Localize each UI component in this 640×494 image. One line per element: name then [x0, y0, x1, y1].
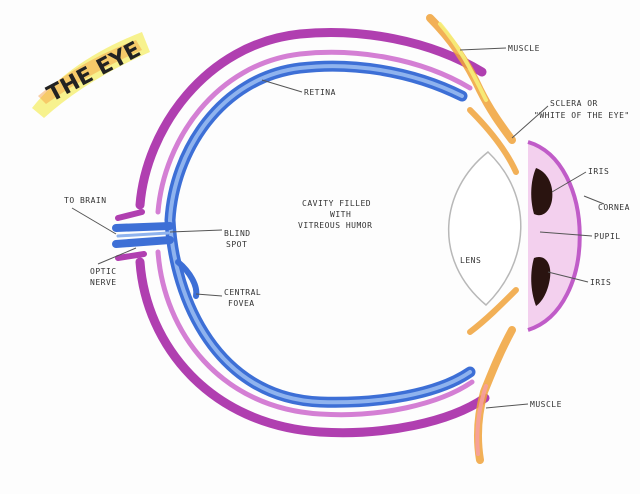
- sclera-outer: [135, 28, 490, 438]
- label-to-brain: TO BRAIN: [64, 196, 107, 205]
- title-group: THE EYE: [32, 32, 150, 118]
- muscle-top: [426, 14, 516, 144]
- label-optic-nerve-line1: OPTIC: [90, 267, 117, 276]
- optic-nerve-purple-top: [115, 209, 145, 221]
- title-highlight: [32, 32, 150, 118]
- label-cavity-line1: CAVITY FILLED: [302, 199, 371, 208]
- sclera-inner: [155, 49, 475, 418]
- central-fovea-dip: [175, 259, 200, 299]
- leader-iris-top: [551, 171, 587, 193]
- leader-retina: [261, 79, 303, 93]
- title-text: THE EYE: [43, 37, 145, 107]
- optic-nerve-light: [116, 231, 170, 238]
- title-glow: [38, 40, 142, 104]
- label-blind-spot-line2: SPOT: [226, 240, 247, 249]
- leader-muscle-bottom: [485, 403, 529, 409]
- labels: RETINA MUSCLE SCLERA OR "WHITE OF THE EY…: [64, 44, 630, 409]
- ciliary-bottom: [467, 287, 519, 335]
- optic-nerve-blue-2: [112, 236, 174, 248]
- retina-highlight: [167, 64, 472, 405]
- label-sclera-line1: SCLERA OR: [550, 99, 598, 108]
- muscle-bottom-accent: [475, 384, 488, 456]
- label-muscle-top: MUSCLE: [508, 44, 540, 53]
- leader-muscle-top: [459, 47, 507, 51]
- optic-nerve: [112, 209, 174, 261]
- label-pupil: PUPIL: [594, 232, 621, 241]
- leader-optic-nerve: [97, 247, 137, 265]
- leader-blind-spot: [169, 229, 223, 233]
- leader-cornea: [583, 195, 605, 205]
- muscle-layer: [426, 14, 519, 464]
- leader-pupil: [539, 231, 593, 237]
- iris-group: [531, 168, 553, 306]
- leader-central-fovea: [195, 293, 223, 297]
- lens-shape: [447, 151, 522, 307]
- leader-iris-bottom: [547, 271, 589, 283]
- label-muscle-bottom: MUSCLE: [530, 400, 562, 409]
- ciliary-top: [467, 107, 519, 175]
- leader-to-brain: [71, 207, 117, 235]
- label-retina: RETINA: [304, 88, 336, 97]
- label-iris-bottom: IRIS: [590, 278, 611, 287]
- label-cavity-line3: VITREOUS HUMOR: [298, 221, 372, 230]
- optic-nerve-purple-bottom: [115, 251, 147, 261]
- iris-top-shape: [531, 168, 553, 216]
- label-sclera-line2: "WHITE OF THE EYE": [534, 111, 630, 120]
- label-iris-top: IRIS: [588, 167, 609, 176]
- leader-sclera: [511, 105, 549, 139]
- label-blind-spot-line1: BLIND: [224, 229, 251, 238]
- label-cavity-line2: WITH: [330, 210, 351, 219]
- leader-lines: [71, 47, 605, 409]
- retina-band: [164, 60, 476, 408]
- muscle-top-accent: [438, 22, 488, 102]
- label-cornea: CORNEA: [598, 203, 630, 212]
- label-central-fovea-line2: FOVEA: [228, 299, 255, 308]
- optic-nerve-blue-1: [112, 222, 174, 232]
- sclera-layer: [135, 28, 490, 438]
- label-optic-nerve-line2: NERVE: [90, 278, 117, 287]
- retina-layer: [164, 60, 476, 408]
- label-central-fovea-line1: CENTRAL: [224, 288, 261, 297]
- iris-bottom-shape: [531, 256, 551, 306]
- label-lens: LENS: [460, 256, 481, 265]
